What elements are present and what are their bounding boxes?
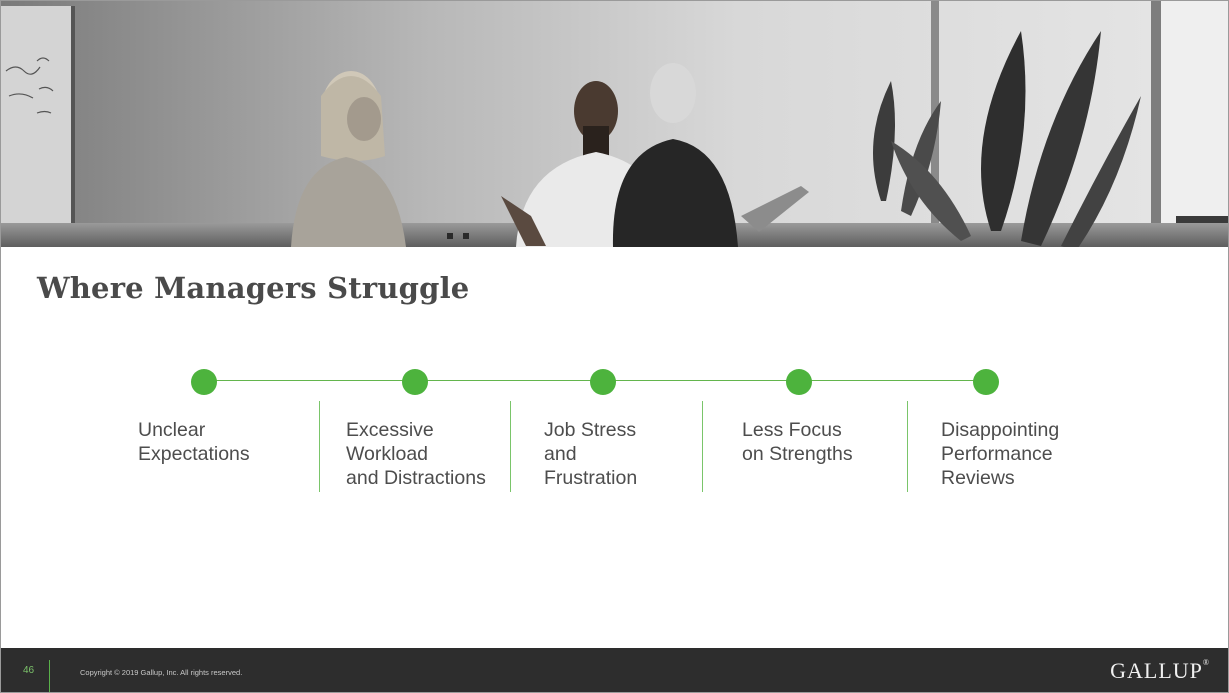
timeline-dot [590,369,616,395]
timeline-divider [319,401,320,492]
gallup-logo: GALLUP® [1110,658,1210,684]
slide-title: Where Managers Struggle [37,271,470,305]
copyright-notice: Copyright © 2019 Gallup, Inc. All rights… [80,668,243,677]
step-label-line: Frustration [544,467,638,489]
timeline-divider [702,401,703,492]
timeline-step-label: Unclear Expectations [138,418,250,466]
registered-mark: ® [1202,658,1210,667]
step-label-line: Workload [346,443,429,465]
slide-footer: 46 Copyright © 2019 Gallup, Inc. All rig… [1,648,1228,692]
step-label-line: Job Stress [544,419,637,441]
timeline-step-label: Job Stress and Frustration [544,418,637,490]
timeline-dot [402,369,428,395]
step-label-line: Less Focus [742,419,842,441]
logo-text: GALLUP [1110,658,1203,683]
timeline-dot [786,369,812,395]
header-photo [1,1,1228,247]
step-label-line: Expectations [138,443,250,465]
timeline-dot [973,369,999,395]
step-label-line: Reviews [941,467,1015,489]
timeline-divider [907,401,908,492]
step-label-line: Excessive [346,419,434,441]
timeline-dot [191,369,217,395]
timeline-step-label: Disappointing Performance Reviews [941,418,1059,490]
step-label-line: on Strengths [742,443,853,465]
page-number: 46 [23,665,35,676]
timeline-step-label: Less Focus on Strengths [742,418,853,466]
timeline-divider [510,401,511,492]
footer-divider [49,660,50,692]
step-label-line: and Distractions [346,467,486,489]
step-label-line: Performance [941,443,1053,465]
step-label-line: Unclear [138,419,206,441]
step-label-line: and [544,443,577,465]
step-label-line: Disappointing [941,419,1060,441]
timeline-step-label: Excessive Workload and Distractions [346,418,486,490]
